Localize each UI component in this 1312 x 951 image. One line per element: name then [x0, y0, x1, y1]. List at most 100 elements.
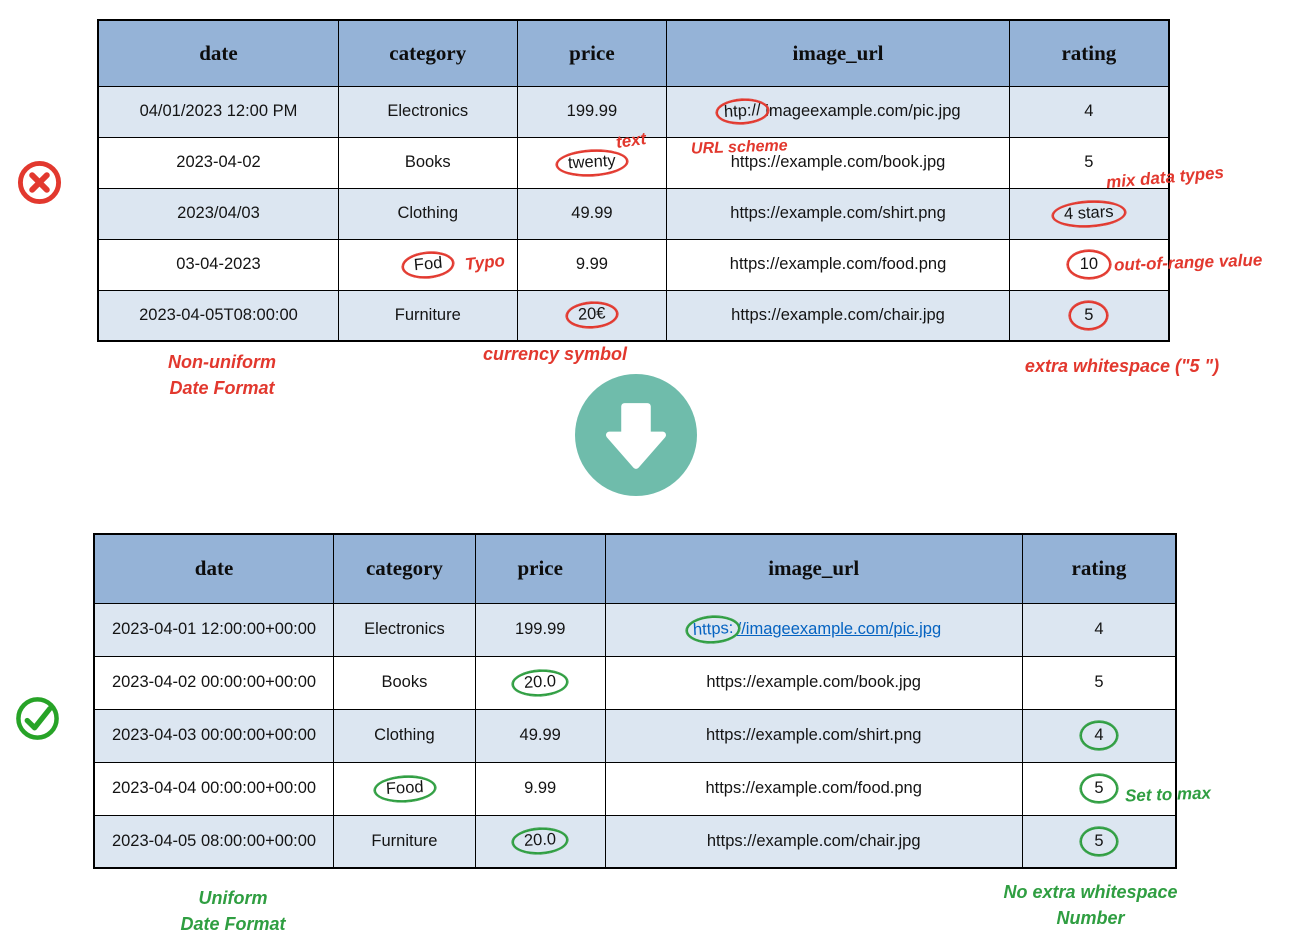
circled-x-icon	[17, 160, 62, 205]
cell-date: 2023-04-05T08:00:00	[97, 289, 339, 342]
col-header-rating: rating	[1021, 533, 1177, 604]
cell-date: 2023-04-02 00:00:00+00:00	[93, 655, 335, 710]
cell-price: 49.99	[516, 187, 668, 240]
before-table-section: date category price image_url rating 04/…	[97, 19, 1262, 419]
cell-rating: 5	[1008, 289, 1170, 342]
note-line: Date Format	[180, 914, 286, 934]
cell-category: Furniture	[337, 289, 518, 342]
cell-image-url: htp://imageexample.com/pic.jpg	[666, 85, 1010, 138]
table-row: 2023-04-03 00:00:00+00:00 Clothing 49.99…	[93, 708, 1177, 763]
out-of-range-circle: 10	[1066, 250, 1112, 279]
cell-category: Clothing	[333, 708, 476, 763]
cell-category: Furniture	[333, 814, 476, 869]
extra-whitespace-circle: 5	[1069, 300, 1109, 330]
note-line: No extra whitespace	[1003, 882, 1178, 902]
note-line: Date Format	[169, 378, 275, 398]
cell-price: 20.0	[474, 655, 606, 710]
uniform-date-note: Uniform Date Format	[148, 885, 318, 937]
cell-price: 20.0	[474, 814, 606, 869]
cell-date: 2023/04/03	[97, 187, 339, 240]
cell-category: Books	[337, 136, 518, 189]
before-table: date category price image_url rating 04/…	[97, 19, 1262, 342]
cell-date: 2023-04-01 12:00:00+00:00	[93, 602, 335, 657]
cell-price: 199.99	[516, 85, 668, 138]
cell-date: 2023-04-04 00:00:00+00:00	[93, 761, 335, 816]
currency-symbol-circle: 20€	[565, 300, 619, 330]
col-header-image-url: image_url	[666, 19, 1010, 87]
col-header-date: date	[97, 19, 339, 87]
image-url-text: //imageexample.com/pic.jpg	[736, 620, 942, 638]
rating-text: 5	[1084, 153, 1094, 171]
cell-category: Electronics	[337, 85, 518, 138]
currency-symbol-note: currency symbol	[482, 344, 628, 364]
cell-image-url: https://example.com/food.png	[604, 761, 1023, 816]
table-row: 2023-04-02 00:00:00+00:00 Books 20.0 htt…	[93, 655, 1177, 710]
cell-price: 49.99	[474, 708, 606, 763]
cell-date: 03-04-2023	[97, 238, 339, 291]
cell-rating: 5 mix data types	[1008, 136, 1224, 192]
fixed-rating-circle: 5	[1080, 826, 1118, 856]
table-row: 2023-04-01 12:00:00+00:00 Electronics 19…	[93, 602, 1177, 657]
out-of-range-label: out-of-range value	[1113, 249, 1263, 275]
fixed-typo-circle: Food	[372, 773, 436, 804]
down-arrow-icon	[575, 374, 697, 496]
col-header-category: category	[333, 533, 476, 604]
cell-price: twenty text	[516, 128, 668, 189]
extra-whitespace-note: extra whitespace ("5 ")	[1024, 356, 1220, 376]
note-line: Uniform	[198, 888, 268, 908]
table-row: 2023-04-05T08:00:00 Furniture 20€ https:…	[97, 289, 1170, 342]
cell-rating: 4	[1008, 85, 1170, 138]
cell-rating: 5	[1021, 814, 1177, 869]
cell-rating: 4	[1021, 708, 1177, 763]
fixed-price-circle: 20.0	[511, 668, 569, 697]
circled-check-icon	[16, 697, 59, 740]
url-scheme-label: URL scheme	[690, 136, 789, 158]
image-url-text: imageexample.com/pic.jpg	[765, 102, 961, 120]
fixed-price-circle: 20.0	[511, 826, 569, 856]
note-line: Number	[1056, 908, 1125, 928]
after-table-section: date category price image_url rating 202…	[93, 533, 1211, 951]
cell-category: Fod Typo	[337, 238, 518, 291]
fixed-url-scheme-circle: https:	[685, 614, 742, 645]
before-header-row: date category price image_url rating	[97, 19, 1170, 87]
cell-image-url: https://example.com/chair.jpg	[604, 814, 1023, 869]
cell-rating: 5 Set to max	[1021, 761, 1211, 816]
cell-rating: 4 stars	[1008, 187, 1170, 240]
note-line: Non-uniform	[168, 352, 276, 372]
cell-category: Electronics	[333, 602, 476, 657]
cell-category: Food	[333, 761, 476, 816]
table-row: 2023-04-05 08:00:00+00:00 Furniture 20.0…	[93, 814, 1177, 869]
set-to-max-label: Set to max	[1124, 783, 1212, 805]
col-header-image-url: image_url	[604, 533, 1023, 604]
cell-date: 2023-04-02	[97, 136, 339, 189]
cell-rating: 5	[1021, 655, 1177, 710]
image-url-text: https://example.com/book.jpg	[730, 153, 946, 171]
col-header-date: date	[93, 533, 335, 604]
fixed-rating-circle: 4	[1080, 721, 1118, 750]
cell-image-url: https://example.com/book.jpg	[604, 655, 1023, 710]
table-row: 04/01/2023 12:00 PM Electronics 199.99 h…	[97, 85, 1170, 138]
image-url-link[interactable]: https://imageexample.com/pic.jpg	[685, 614, 942, 645]
cell-rating: 4	[1021, 602, 1177, 657]
cell-image-url: URL scheme https://example.com/book.jpg	[666, 136, 1010, 189]
col-header-category: category	[337, 19, 518, 87]
col-header-price: price	[474, 533, 606, 604]
cell-image-url: https://example.com/chair.jpg	[666, 289, 1010, 342]
text-type-label: text	[614, 128, 647, 152]
cell-price: 199.99	[474, 602, 606, 657]
cell-rating: 10 out-of-range value	[1008, 238, 1262, 291]
cell-image-url: https://example.com/shirt.png	[666, 187, 1010, 240]
table-row: 2023-04-04 00:00:00+00:00 Food 9.99 http…	[93, 761, 1211, 816]
cell-category: Clothing	[337, 187, 518, 240]
typo-category-circle: Fod	[400, 249, 456, 280]
cell-price: 20€	[516, 289, 668, 342]
cell-date: 2023-04-03 00:00:00+00:00	[93, 708, 335, 763]
set-to-max-circle: 5	[1080, 774, 1118, 803]
cell-image-url: https://imageexample.com/pic.jpg	[604, 602, 1023, 657]
no-extra-whitespace-note: No extra whitespace Number	[978, 879, 1203, 931]
cell-date: 04/01/2023 12:00 PM	[97, 85, 339, 138]
after-table: date category price image_url rating 202…	[93, 533, 1211, 869]
table-row: 2023/04/03 Clothing 49.99 https://exampl…	[97, 187, 1170, 240]
cell-category: Books	[333, 655, 476, 710]
text-rating-circle: 4 stars	[1051, 198, 1127, 229]
